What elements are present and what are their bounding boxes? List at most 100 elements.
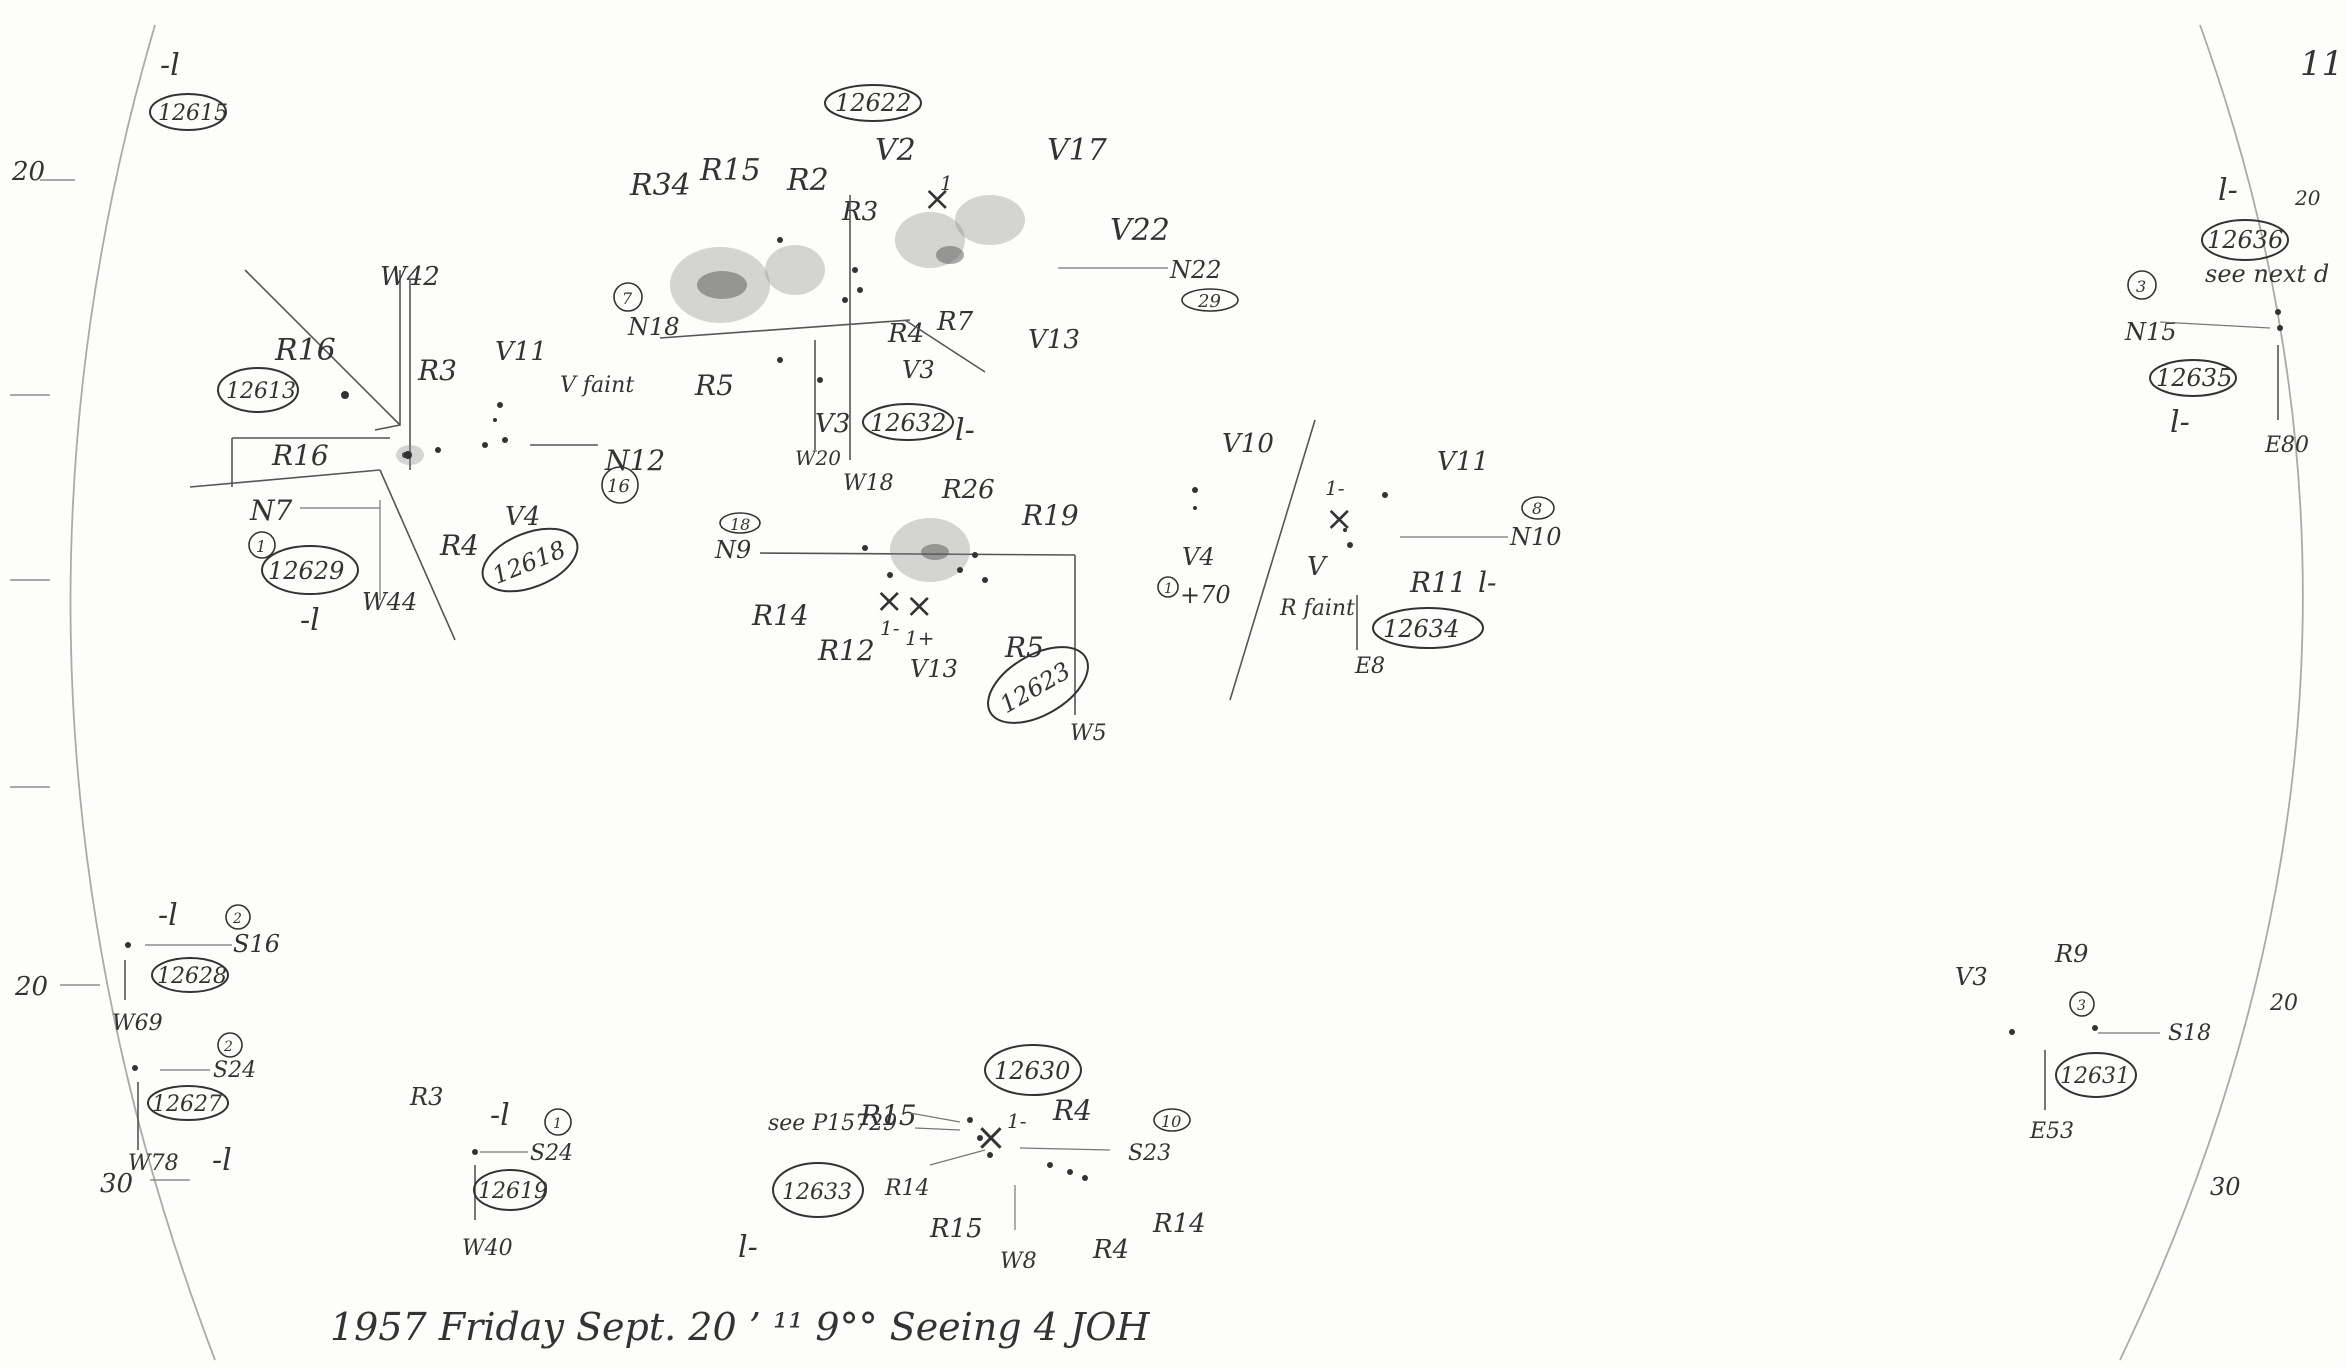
svg-text:R3: R3 xyxy=(409,1083,443,1111)
group-12630: 12630 R15 R14 × 1- R4 10 S23 R15 W8 R4 R… xyxy=(859,1044,1206,1274)
svg-text:3: 3 xyxy=(2077,998,2086,1014)
cross-mark: × xyxy=(923,179,952,219)
svg-text:R3: R3 xyxy=(417,354,457,387)
svg-text:R34: R34 xyxy=(629,168,691,203)
svg-text:S16: S16 xyxy=(233,930,280,958)
svg-text:W42: W42 xyxy=(380,262,440,292)
svg-text:E80: E80 xyxy=(2264,433,2309,458)
svg-text:N9: N9 xyxy=(714,536,751,564)
svg-text:-l: -l xyxy=(490,1098,510,1133)
group-12613: 12613 R16 xyxy=(217,269,401,431)
svg-text:1: 1 xyxy=(256,537,266,556)
svg-text:S24: S24 xyxy=(530,1141,573,1166)
svg-text:12633: 12633 xyxy=(782,1180,852,1205)
svg-text:R9: R9 xyxy=(2054,940,2088,968)
margin-mark-left-middle: 20 xyxy=(14,972,48,1002)
group-number: 12615 xyxy=(158,101,228,126)
svg-text:12618: 12618 xyxy=(488,535,569,590)
cross-mark: × xyxy=(875,581,904,621)
svg-text:W40: W40 xyxy=(462,1236,513,1261)
svg-text:R15: R15 xyxy=(929,1214,983,1244)
svg-text:E8: E8 xyxy=(1354,654,1385,679)
svg-text:-l: -l xyxy=(160,48,180,83)
svg-text:R11: R11 xyxy=(1409,566,1467,599)
svg-text:l-: l- xyxy=(1478,566,1496,599)
svg-text:N22: N22 xyxy=(1169,256,1222,284)
svg-text:1-: 1- xyxy=(1325,476,1345,500)
svg-text:1-: 1- xyxy=(1007,1109,1027,1133)
svg-text:V4: V4 xyxy=(1182,543,1215,571)
svg-text:V2: V2 xyxy=(875,133,916,168)
svg-text:N12: N12 xyxy=(604,444,665,477)
svg-text:V22: V22 xyxy=(1110,213,1170,248)
svg-text:R12: R12 xyxy=(817,634,875,667)
group-12619: R3 -l 1 S24 12619 W40 xyxy=(409,1083,573,1261)
svg-text:2: 2 xyxy=(232,911,242,927)
page-number: 11 xyxy=(2300,44,2343,84)
svg-text:16: 16 xyxy=(607,476,630,497)
svg-text:12619: 12619 xyxy=(478,1179,548,1204)
svg-text:12622: 12622 xyxy=(835,89,911,117)
svg-text:R4: R4 xyxy=(439,529,479,562)
svg-text:R7: R7 xyxy=(936,307,974,337)
svg-text:V11: V11 xyxy=(1437,447,1489,477)
group-12615: -l 12615 xyxy=(149,48,228,131)
svg-text:10: 10 xyxy=(1161,1112,1181,1131)
group-12618: R3 V11 V faint N12 16 V4 R4 12618 xyxy=(396,337,665,593)
svg-text:see next d: see next d xyxy=(2205,260,2329,288)
svg-text:R16: R16 xyxy=(271,439,329,472)
svg-text:W18: W18 xyxy=(843,471,894,496)
svg-text:12630: 12630 xyxy=(994,1057,1070,1085)
svg-text:R4: R4 xyxy=(887,319,924,349)
svg-text:R15: R15 xyxy=(859,1099,917,1132)
svg-text:R15: R15 xyxy=(699,153,761,188)
svg-text:12627: 12627 xyxy=(152,1092,222,1117)
svg-text:R4: R4 xyxy=(1092,1235,1129,1265)
svg-text:V3: V3 xyxy=(815,409,850,439)
group-12632: N18 7 R5 V3 V3 W20 W18 l- 12632 xyxy=(613,282,986,496)
svg-text:V faint: V faint xyxy=(560,373,634,398)
svg-text:R14: R14 xyxy=(1152,1209,1206,1239)
margin-mark-left-bottom: 30 xyxy=(100,1169,133,1199)
svg-text:12629: 12629 xyxy=(268,557,344,585)
svg-text:3: 3 xyxy=(2136,277,2146,296)
svg-text:20: 20 xyxy=(2294,186,2321,210)
svg-text:7: 7 xyxy=(622,289,633,308)
group-12631: V3 R9 3 S18 12631 E53 xyxy=(1955,940,2211,1144)
group-12623: 18 N9 R26 R19 R14 R12 × × 1- 1+ V13 R5 1… xyxy=(714,475,1107,746)
svg-text:+70: +70 xyxy=(1180,581,1231,609)
svg-text:l-: l- xyxy=(738,1230,758,1265)
svg-text:1: 1 xyxy=(553,1116,562,1132)
svg-text:29: 29 xyxy=(1197,291,1221,312)
svg-text:V13: V13 xyxy=(910,655,958,683)
svg-text:12634: 12634 xyxy=(1383,615,1459,643)
svg-text:12623: 12623 xyxy=(995,657,1075,719)
group-12635: 3 N15 12635 l- E80 xyxy=(2124,270,2309,458)
svg-text:V: V xyxy=(1307,552,1328,582)
svg-text:R26: R26 xyxy=(941,475,995,505)
group-number-oval xyxy=(149,93,227,131)
svg-text:1-: 1- xyxy=(880,616,900,640)
group-12636: l- 20 12636 see next d xyxy=(2201,173,2329,288)
svg-text:l-: l- xyxy=(2170,405,2190,440)
svg-text:V11: V11 xyxy=(495,337,547,367)
group-12627: 2 S24 12627 W78 -l xyxy=(128,1032,256,1178)
svg-text:N7: N7 xyxy=(249,494,293,527)
svg-text:12628: 12628 xyxy=(157,964,227,989)
svg-text:W44: W44 xyxy=(362,588,417,616)
left-margin-ticks xyxy=(10,179,190,1181)
cross-mark: × xyxy=(1325,499,1354,539)
svg-text:R19: R19 xyxy=(1021,499,1079,532)
svg-text:1: 1 xyxy=(940,171,953,195)
group-12628: -l 2 S16 12628 W69 xyxy=(112,898,280,1036)
svg-text:12631: 12631 xyxy=(2060,1064,2130,1089)
svg-text:V3: V3 xyxy=(902,356,935,384)
margin-mark-right-30: 30 xyxy=(2210,1173,2241,1201)
svg-text:R14: R14 xyxy=(884,1176,930,1201)
svg-text:V4: V4 xyxy=(505,502,540,532)
svg-text:E53: E53 xyxy=(2029,1119,2074,1144)
svg-text:l-: l- xyxy=(955,413,975,448)
group-12634: V10 V4 +70 1 V11 × 1- N10 8 V R faint R1… xyxy=(1157,419,1562,701)
svg-text:R4: R4 xyxy=(1052,1094,1092,1127)
